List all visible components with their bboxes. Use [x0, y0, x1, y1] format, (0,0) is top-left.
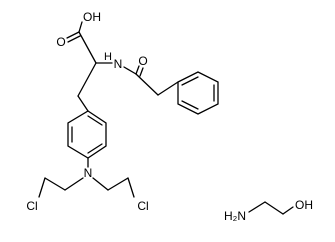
bond-c-o-double-a: [66, 31, 80, 39]
phenyl-double-1: [181, 76, 199, 86]
phenyl-ring: [177, 71, 219, 115]
amine-nitrogen-label: N: [84, 166, 93, 180]
bond-n-right-ch2: [92, 177, 109, 191]
bond-carbonyl-o-a: [135, 65, 140, 75]
amide-nitrogen-label: N: [114, 57, 123, 71]
benzene-double-1: [87, 115, 103, 126]
molecule-1: OH O N H O N Cl Cl: [26, 10, 219, 213]
phenyl-double-3: [181, 100, 199, 110]
bond-carbonyl-o-b: [139, 67, 144, 77]
carbonyl-oxygen-label: O: [56, 35, 65, 49]
bond-ch2-ring: [77, 95, 89, 112]
bond-c-calpha: [78, 31, 97, 64]
chlorine-left-label: Cl: [26, 199, 37, 213]
hydroxyl-label-2: OH: [295, 198, 313, 212]
bond-left-ch2-cl: [38, 177, 46, 198]
bond-n-c1: [248, 201, 266, 213]
amide-hydrogen-label: H: [104, 51, 112, 63]
molecule-canvas: OH O N H O N Cl Cl H₂N OH: [26, 10, 313, 223]
bond-left-ch2-ch2: [44, 177, 66, 191]
bond-n-ccarbonyl: [123, 66, 137, 75]
benzene-ring: [67, 110, 107, 159]
bond-c-o-double-b: [67, 35, 81, 43]
benzene-double-2: [87, 143, 103, 154]
amide-oxygen-label: O: [138, 54, 147, 68]
bond-ch2-phenyl: [157, 81, 179, 96]
bond-carbonyl-ch2: [135, 73, 159, 96]
molecule-2: H₂N OH: [224, 198, 313, 223]
bond-calpha-ch2: [77, 62, 97, 97]
bond-right-ch2-cl: [127, 177, 135, 198]
amine-label: H₂N: [224, 209, 246, 223]
bond-n-left-ch2: [64, 177, 84, 191]
hydroxyl-label: OH: [83, 10, 101, 24]
bond-right-ch2-ch2: [107, 177, 129, 191]
chlorine-right-label: Cl: [137, 199, 148, 213]
bond-c2-o: [282, 206, 294, 215]
bond-c-oh: [78, 21, 83, 33]
bond-c1-c2: [264, 201, 284, 215]
structure-drawing: OH O N H O N Cl Cl H₂N OH: [26, 10, 313, 223]
